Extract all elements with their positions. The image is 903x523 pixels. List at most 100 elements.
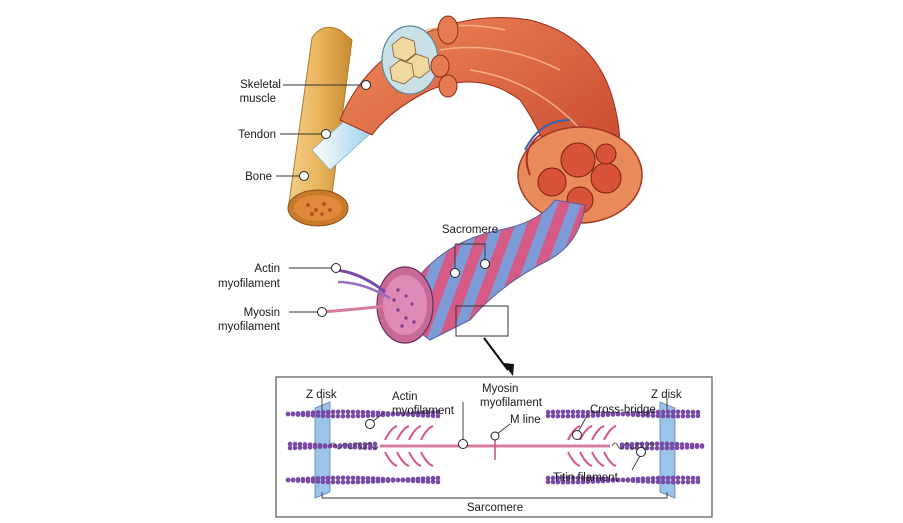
pin-inset-actin <box>365 419 375 429</box>
actin-bead <box>590 410 596 415</box>
actin-bead <box>675 413 681 419</box>
actin-bead <box>367 445 373 451</box>
actin-bead <box>345 475 351 481</box>
actin-bead <box>675 479 681 485</box>
actin-bead <box>675 409 681 415</box>
actin-bead <box>640 410 646 416</box>
actin-bead <box>375 410 381 416</box>
actin-bead <box>680 409 686 415</box>
actin-bead <box>674 441 680 447</box>
pin-tendon <box>321 129 331 139</box>
actin-bead <box>297 445 303 451</box>
actin-bead <box>325 475 331 481</box>
actin-bead <box>330 409 336 415</box>
actin-bead <box>550 479 556 485</box>
actin-bead <box>420 410 426 415</box>
actin-bead <box>315 476 321 481</box>
actin-bead <box>320 413 326 419</box>
actin-bead <box>360 475 366 481</box>
actin-bead <box>665 479 671 485</box>
actin-bead <box>330 479 336 485</box>
actin-bead <box>565 409 571 415</box>
actin-bead <box>650 409 656 415</box>
titin-filaments <box>329 442 655 450</box>
actin-bead <box>670 475 676 481</box>
actin-bead <box>317 444 323 450</box>
actin-bead <box>340 413 346 419</box>
actin-bead <box>320 409 326 415</box>
actin-bead <box>669 441 675 447</box>
actin-bead <box>625 412 631 417</box>
actin-bead <box>585 479 591 485</box>
actin-bead <box>327 443 333 449</box>
actin-bead <box>325 409 331 415</box>
actin-bead <box>300 412 306 418</box>
actin-bead <box>560 409 566 415</box>
actin-bead <box>350 409 356 415</box>
actin-bead <box>624 445 630 450</box>
label-bone: Bone <box>245 171 272 183</box>
actin-bead <box>664 441 670 447</box>
actin-bead <box>435 409 441 415</box>
actin-bead <box>390 478 396 483</box>
actin-bead <box>435 413 441 419</box>
label-m-line: M line <box>510 414 541 426</box>
actin-bead <box>660 409 666 415</box>
actin-bead <box>555 475 561 481</box>
actin-bead <box>355 409 361 415</box>
actin-bead <box>365 413 371 419</box>
sarcomere-inset: Z disk Z disk Actin myofilament Myosin m… <box>275 376 713 518</box>
actin-bead <box>400 411 406 417</box>
label-sacromere-top: Sacromere <box>442 224 498 236</box>
actin-bead <box>555 413 561 419</box>
sarcomere-bracket <box>321 492 668 499</box>
z-disk-left-shape <box>314 401 331 499</box>
actin-bead <box>685 475 691 481</box>
actin-bead <box>347 442 353 448</box>
pin-sacromere-left <box>450 268 460 278</box>
actin-bead <box>305 410 311 416</box>
actin-bead <box>365 409 371 415</box>
actin-bead <box>655 413 661 419</box>
actin-bead <box>674 445 680 451</box>
actin-bead <box>695 413 701 419</box>
actin-bead <box>335 413 341 419</box>
actin-bead <box>425 413 431 418</box>
actin-bead <box>285 477 291 483</box>
actin-bead <box>605 476 611 482</box>
label-actin-myofilament: myofilament <box>218 278 281 290</box>
actin-bead <box>415 478 421 484</box>
label-inset-actin: Actin <box>392 391 418 403</box>
actin-bead <box>660 479 666 485</box>
actin-bead <box>545 413 551 419</box>
skeletal-muscle-illustration <box>339 15 643 224</box>
actin-bead <box>654 445 660 451</box>
actin-bead <box>345 413 351 419</box>
actin-bead <box>565 413 571 419</box>
pin-inset-myosin <box>458 439 468 449</box>
actin-bead <box>680 413 686 419</box>
actin-bead <box>430 409 436 415</box>
label-actin: Actin <box>254 263 280 275</box>
actin-bead <box>430 413 436 419</box>
actin-bead <box>355 475 361 481</box>
actin-bead <box>560 413 566 419</box>
actin-bead <box>669 445 675 451</box>
actin-bead <box>372 441 378 447</box>
actin-bead <box>420 476 426 481</box>
actin-bead <box>290 411 296 417</box>
actin-bead <box>680 475 686 481</box>
actin-bead <box>695 479 701 485</box>
actin-bead <box>690 413 696 419</box>
actin-bead <box>679 442 685 447</box>
actin-bead <box>372 445 378 451</box>
actin-bead <box>285 411 291 417</box>
actin-bead <box>685 409 691 415</box>
actin-bead <box>580 475 586 481</box>
actin-bead <box>425 410 431 415</box>
actin-bead <box>355 413 361 419</box>
pin-skeletal-muscle <box>361 80 371 90</box>
actin-bead <box>640 476 646 482</box>
actin-bead <box>292 445 298 451</box>
actin-bead <box>625 478 631 483</box>
